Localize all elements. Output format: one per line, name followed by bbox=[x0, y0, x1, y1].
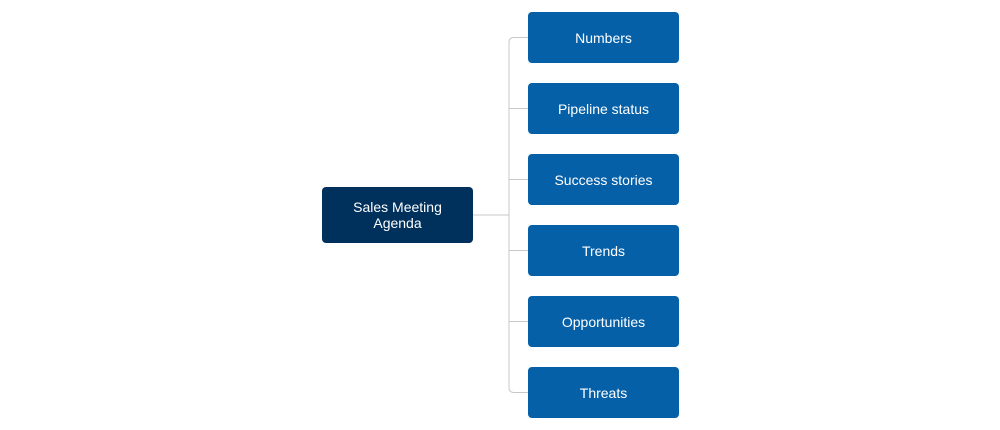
agenda-item-opportunities[interactable]: Opportunities bbox=[528, 296, 679, 347]
agenda-item-pipeline-status[interactable]: Pipeline status bbox=[528, 83, 679, 134]
agenda-item-threats[interactable]: Threats bbox=[528, 367, 679, 418]
agenda-item-success-stories[interactable]: Success stories bbox=[528, 154, 679, 205]
agenda-item-trends[interactable]: Trends bbox=[528, 225, 679, 276]
root-node-sales-meeting-agenda[interactable]: Sales Meeting Agenda bbox=[322, 187, 473, 243]
trunk-connector bbox=[508, 37, 528, 393]
agenda-item-numbers[interactable]: Numbers bbox=[528, 12, 679, 63]
